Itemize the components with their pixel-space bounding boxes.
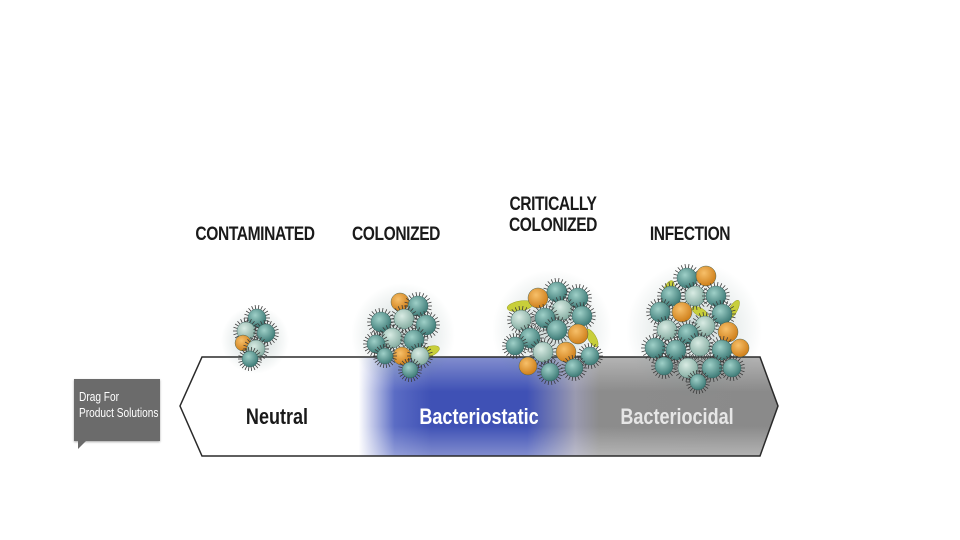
bacteria-cluster-contaminated — [221, 305, 289, 374]
spectrum-arrow-sheen — [180, 357, 778, 456]
bacterium-teal — [543, 316, 571, 344]
bacteria-cluster-colonized — [351, 283, 455, 387]
bacterium-teal — [412, 311, 440, 339]
bacterium-teal — [686, 332, 714, 360]
bacterium-teal — [537, 359, 563, 385]
bacterium-teal — [719, 355, 745, 381]
tooltip-pointer — [78, 441, 86, 449]
bacterium-teal — [398, 358, 422, 382]
bacterium-orange — [671, 301, 693, 323]
bacterium-orange — [717, 321, 739, 343]
zone-label-bacteriocidal: Bacteriocidal — [620, 405, 733, 429]
bacterium-teal — [651, 353, 677, 379]
drag-product-solutions-button[interactable]: Drag For Product Solutions — [74, 379, 160, 449]
bacterium-teal — [502, 333, 528, 359]
bacterium-orange — [555, 341, 577, 363]
bacterium-teal — [561, 355, 587, 381]
bacterium-teal — [400, 326, 428, 354]
bacterium-orange — [567, 323, 589, 345]
drag-product-solutions-label: Drag For Product Solutions — [79, 389, 159, 420]
stage-label-infection: INFECTION — [649, 224, 731, 245]
stage-label-colonized: COLONIZED — [351, 224, 441, 245]
bacterium-teal — [373, 344, 397, 368]
bacterium-teal — [507, 306, 535, 334]
bacterium-teal — [543, 278, 571, 306]
spectrum-arrow — [179, 356, 779, 457]
spectrum-arrow-outline — [179, 356, 779, 457]
bacterium-teal — [529, 338, 557, 366]
bacteria-cluster-infection — [626, 262, 762, 398]
bacterium-teal — [238, 347, 262, 371]
bacterium-teal — [686, 370, 710, 394]
bacterium-orange — [730, 338, 750, 358]
stage-label-critically-colonized: CRITICALLY COLONIZED — [508, 194, 598, 236]
bacterium-orange — [527, 287, 549, 309]
bacterium-orange — [390, 292, 410, 312]
zone-label-bacteriostatic: Bacteriostatic — [419, 405, 538, 429]
bacteria-cluster-critically-colonized — [492, 270, 612, 390]
zone-label-neutral: Neutral — [246, 405, 308, 429]
stage-label-contaminated: CONTAMINATED — [195, 224, 315, 245]
bacterium-orange — [695, 265, 717, 287]
bacterium-orange — [518, 356, 538, 376]
bacterium-teal — [702, 282, 730, 310]
